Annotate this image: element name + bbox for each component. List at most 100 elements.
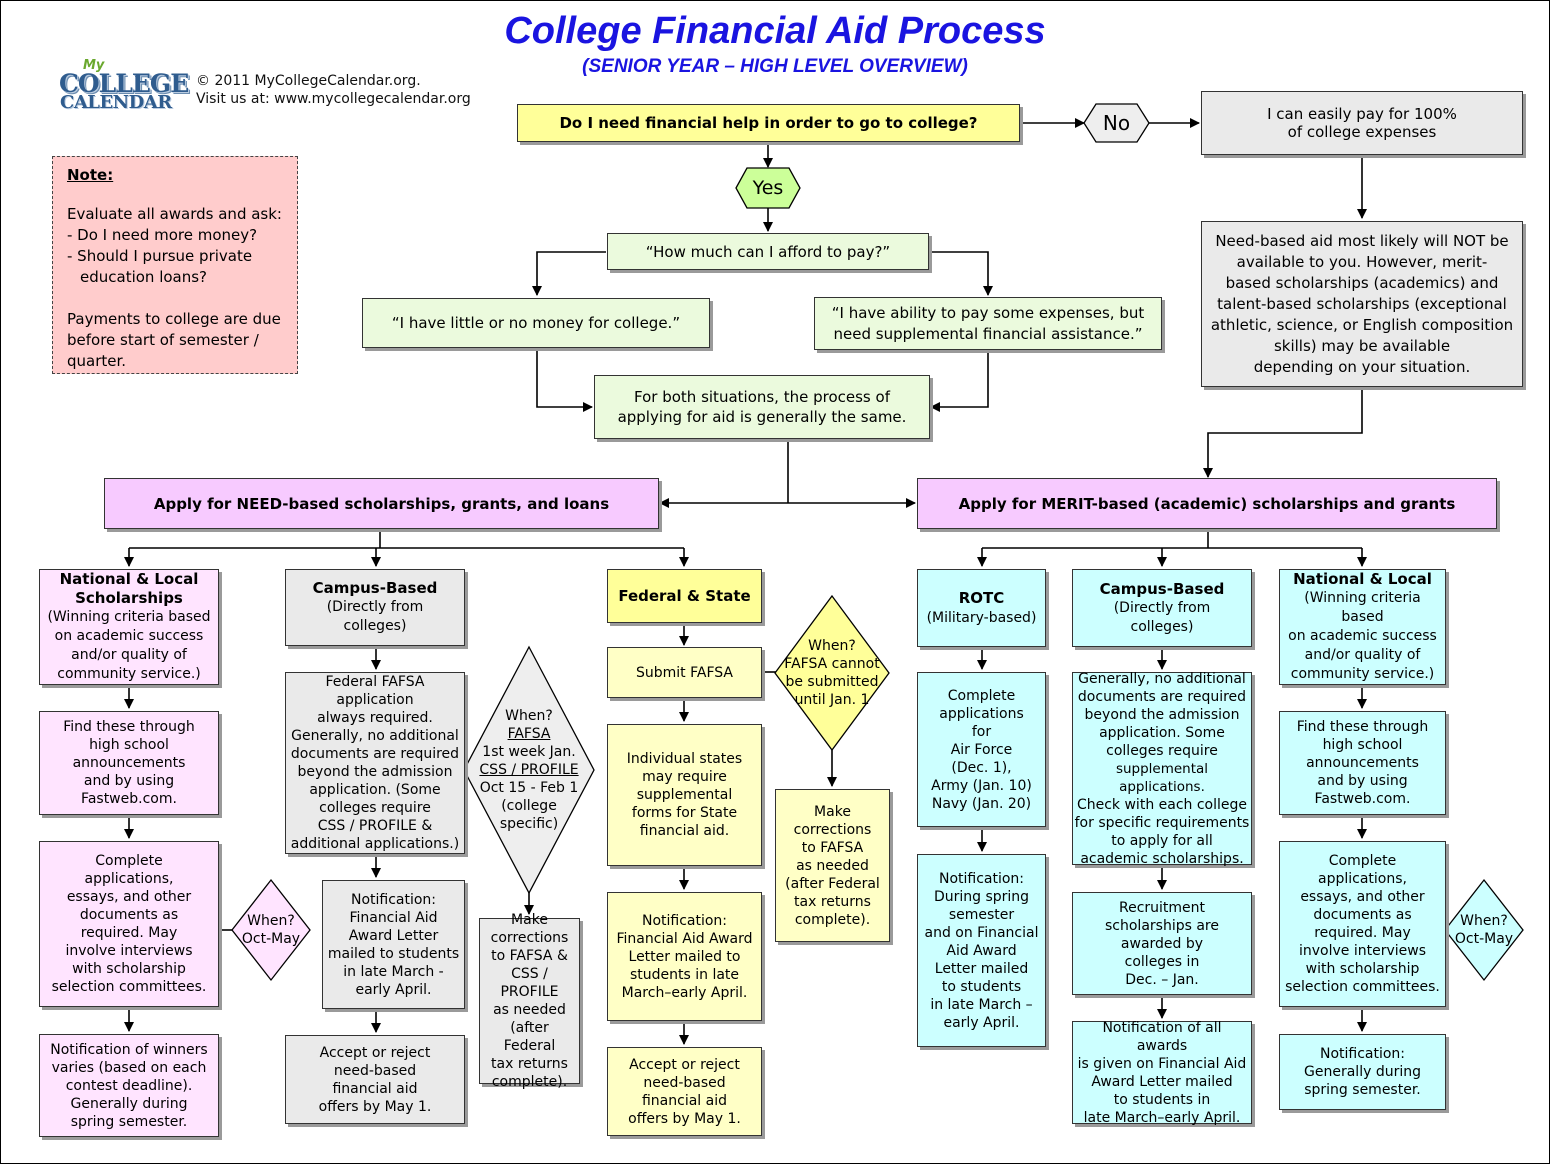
box-line: required. May (1314, 925, 1411, 941)
box-line: high school (1322, 737, 1403, 753)
box-line: Find these through (63, 719, 195, 735)
rotc-notify-box: Notification: During spring semester and… (917, 854, 1046, 1047)
both-situations-box: For both situations, the process of appl… (594, 375, 930, 439)
box-line: documents are required (290, 746, 460, 762)
box-line: in late March - (343, 963, 444, 980)
box-line: early April. (943, 1014, 1020, 1031)
recruitment-box: Recruitment scholarships are awarded by … (1072, 892, 1252, 995)
box-line: skills) may be available (1273, 336, 1451, 355)
box-line: supplemental (636, 787, 733, 803)
box-line: is given on Financial Aid (1077, 1055, 1247, 1072)
when-label: When? FAFSA cannot be submitted until Ja… (780, 634, 884, 712)
no-hexagon (1083, 103, 1150, 143)
box-line: Award Letter mailed (1091, 1073, 1233, 1090)
little-money-box: “I have little or no money for college.” (362, 298, 710, 348)
need-national-complete-box: Complete applications, essays, and other… (39, 841, 219, 1007)
box-line: essays, and other (66, 889, 192, 905)
box-line: Financial Aid Award (616, 930, 753, 947)
box-line: (Military-based) (926, 610, 1037, 626)
box-line: (Winning criteria based (1304, 590, 1421, 625)
box-line: Find these through (1296, 719, 1429, 735)
when-label: When? FAFSA 1st week Jan. CSS / PROFILE … (476, 700, 582, 840)
merit-national-complete-box: Complete applications, essays, and other… (1279, 841, 1446, 1007)
merit-national-notify-box: Notification: Generally during spring se… (1279, 1034, 1446, 1110)
box-line: financial aid (641, 1092, 727, 1109)
box-line: specific) (499, 816, 559, 832)
box-title: Campus-Based (312, 579, 438, 597)
box-line: semester (948, 906, 1015, 923)
box-line: varies (based on each (51, 1059, 207, 1076)
box-line: financial aid. (639, 823, 730, 839)
note-title: Note: (67, 166, 114, 184)
box-line: spring semester. (70, 1113, 188, 1130)
box-line: colleges in (1124, 953, 1200, 970)
box-line: to FAFSA (801, 839, 864, 856)
box-line: Navy (Jan. 20) (931, 795, 1032, 812)
box-line: CSS / PROFILE (500, 966, 559, 1000)
box-line: (after Federal (503, 1020, 556, 1054)
when-diamond (463, 645, 595, 895)
box-line: early April. (355, 981, 432, 998)
box-line: Aid Award (946, 942, 1017, 959)
box-line: Need-based aid most likely will NOT be (1215, 231, 1509, 250)
box-line: awarded by (1120, 935, 1204, 952)
box-line: Check with each college (1076, 796, 1248, 813)
box-line: corrections (793, 821, 872, 838)
page-title: College Financial Aid Process (504, 10, 1046, 52)
box-line: Notification of winners (50, 1041, 208, 1058)
yes-hexagon (735, 167, 801, 209)
box-line: Oct 15 - Feb 1 (479, 780, 579, 796)
box-line: Notification: (350, 891, 437, 908)
box-line: CSS / PROFILE (479, 762, 579, 778)
box-line: Notification: (641, 912, 728, 929)
note-line: - Should I pursue private (67, 247, 253, 265)
box-line: Generally, no additional (1078, 670, 1246, 687)
box-line: (Dec. 1), (951, 759, 1012, 776)
box-line: beyond the admission (297, 764, 453, 780)
box-line: essays, and other (1300, 889, 1425, 905)
box-line: announcements (72, 755, 186, 771)
box-line: 1st week Jan. (482, 744, 576, 760)
logo-college-text: COLLEGE (59, 69, 189, 98)
box-line: Make (511, 912, 548, 928)
rotc-complete-box: Complete applications for Air Force (Dec… (917, 672, 1046, 827)
when-label: When? Oct-May (1445, 905, 1523, 955)
box-line: CSS / PROFILE & (317, 818, 433, 834)
box-line: late March–early April. (1083, 1109, 1241, 1126)
box-line: students in late (629, 966, 740, 983)
need-campus-notify-box: Notification: Financial Aid Award Letter… (322, 880, 465, 1009)
need-campus-fafsa-box: Federal FAFSA application always require… (285, 672, 465, 854)
box-line: Make (814, 803, 851, 820)
box-title: Campus-Based (1099, 579, 1225, 598)
box-line: During spring (933, 888, 1030, 905)
box-line: (after Federal (785, 875, 880, 892)
box-line: on academic success (54, 628, 204, 644)
merit-campus-notify-box: Notification of all awards is given on F… (1072, 1020, 1252, 1126)
merit-national-find-box: Find these through high school announcem… (1279, 711, 1446, 815)
box-line: Complete (1328, 853, 1397, 869)
box-line: offers by May 1. (318, 1098, 432, 1115)
box-line: Individual states (626, 751, 743, 767)
box-line: When? (1460, 913, 1508, 929)
page-subtitle: (SENIOR YEAR – HIGH LEVEL OVERVIEW) (582, 56, 968, 77)
box-line: depending on your situation. (1253, 357, 1471, 376)
logo-calendar-text: CALENDAR (60, 92, 172, 113)
box-line: application. (Some (309, 782, 441, 798)
box-line: may require (642, 769, 727, 785)
box-line: When? (505, 708, 553, 724)
box-line: involve interviews (65, 943, 193, 959)
need-based-info-box: Need-based aid most likely will NOT be a… (1201, 221, 1523, 387)
no-label: No (1102, 111, 1131, 135)
box-line: as needed (796, 857, 869, 874)
box-line: for (971, 723, 992, 740)
note-payment: Payments to college are due before start… (67, 310, 281, 370)
box-line: talent-based scholarships (exceptional (1217, 294, 1507, 313)
box-line: academic scholarships. (1080, 850, 1244, 867)
box-line: available to you. However, merit- (1236, 252, 1488, 271)
box-line: “I have ability to pay some expenses, bu… (831, 303, 1145, 322)
some-expenses-box: “I have ability to pay some expenses, bu… (814, 297, 1162, 350)
box-line: Fastweb.com. (1314, 791, 1411, 807)
need-national-notify-box: Notification of winners varies (based on… (39, 1034, 219, 1137)
need-based-header: Apply for NEED-based scholarships, grant… (104, 478, 659, 529)
